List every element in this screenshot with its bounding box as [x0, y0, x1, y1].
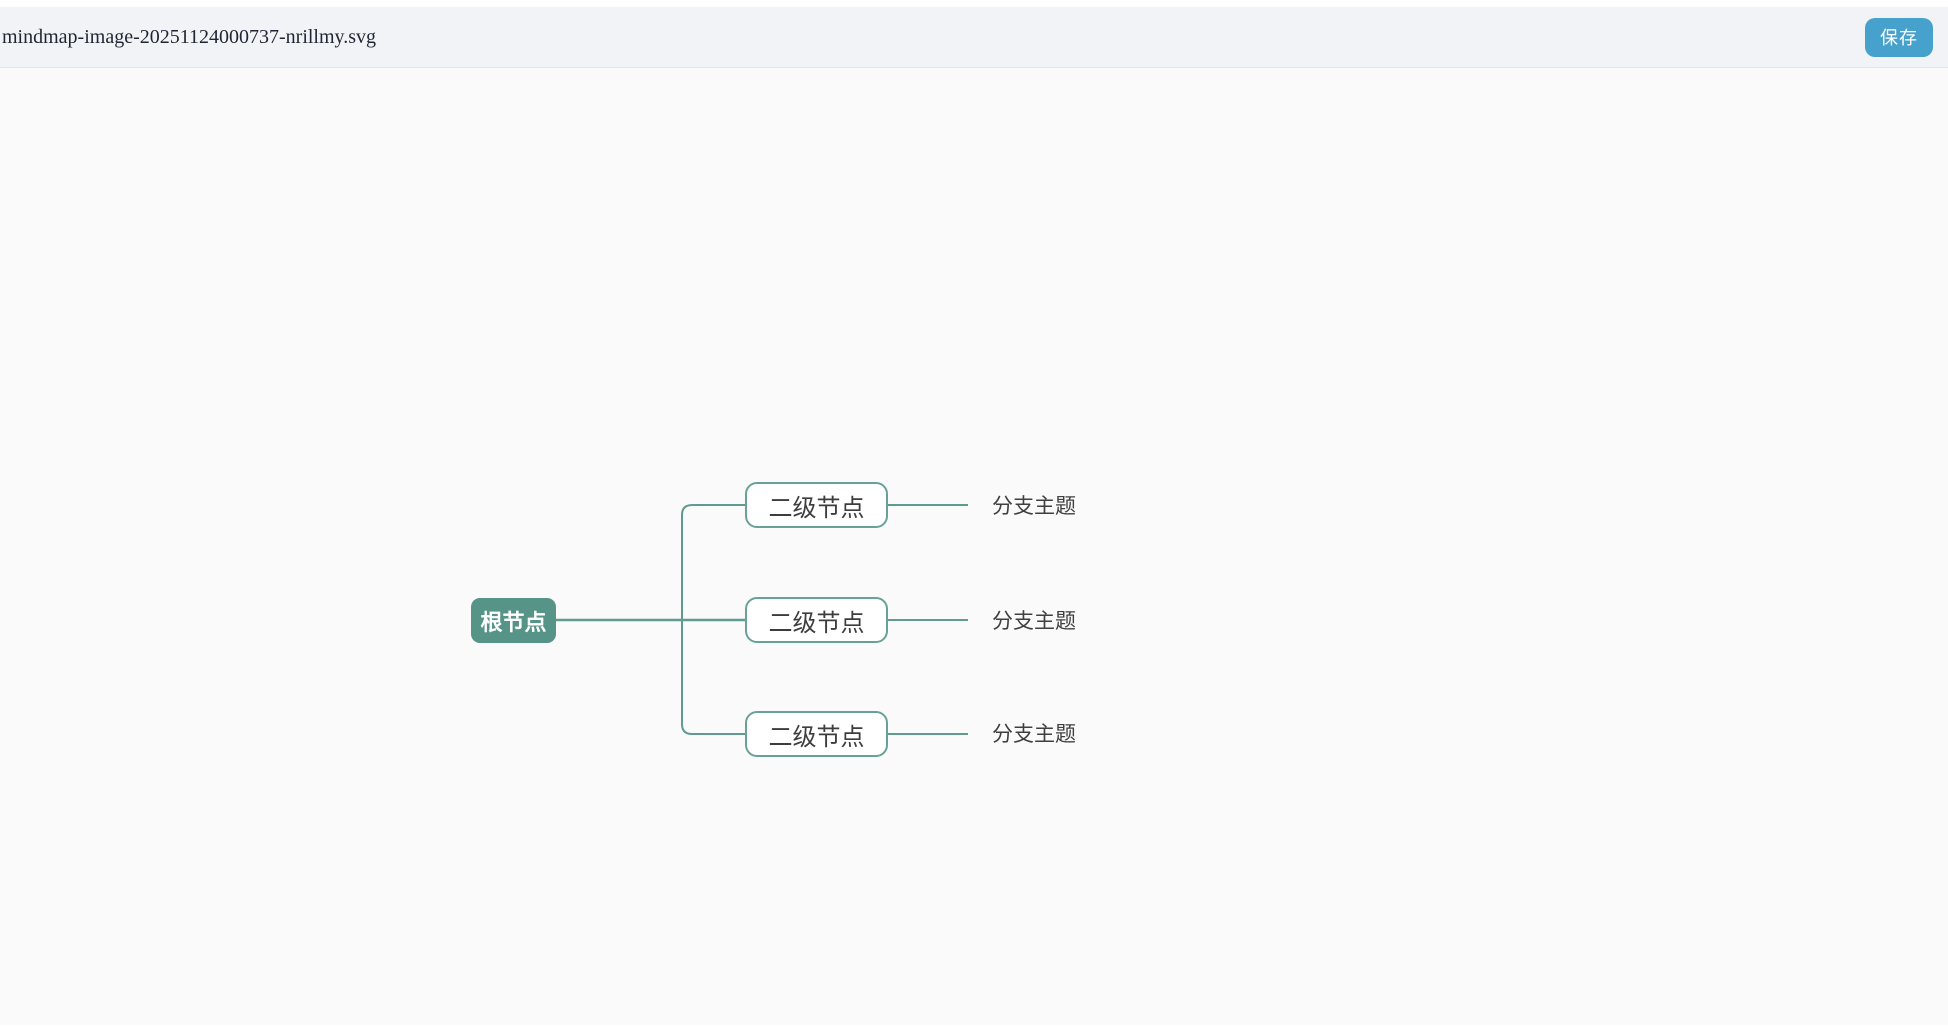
branch-topic-label: 分支主题: [992, 495, 1076, 518]
filename-label: mindmap-image-20251124000737-nrillmy.svg: [2, 25, 377, 48]
second-level-node: 二级节点: [745, 711, 888, 757]
root-node: 根节点: [471, 598, 556, 643]
header: mindmap-image-20251124000737-nrillmy.svg…: [0, 7, 1948, 68]
branch-topic-label: 分支主题: [992, 610, 1076, 633]
branch-topic-label: 分支主题: [992, 723, 1076, 746]
mindmap-connector-lines: [556, 504, 968, 735]
top-strip: [0, 0, 1948, 7]
mindmap-canvas: 根节点 二级节点 二级节点 二级节点 分支主题 分支主题 分支主题: [0, 68, 1948, 1025]
save-button[interactable]: 保存: [1865, 17, 1933, 57]
second-level-node: 二级节点: [745, 597, 888, 643]
second-level-node: 二级节点: [745, 482, 888, 528]
